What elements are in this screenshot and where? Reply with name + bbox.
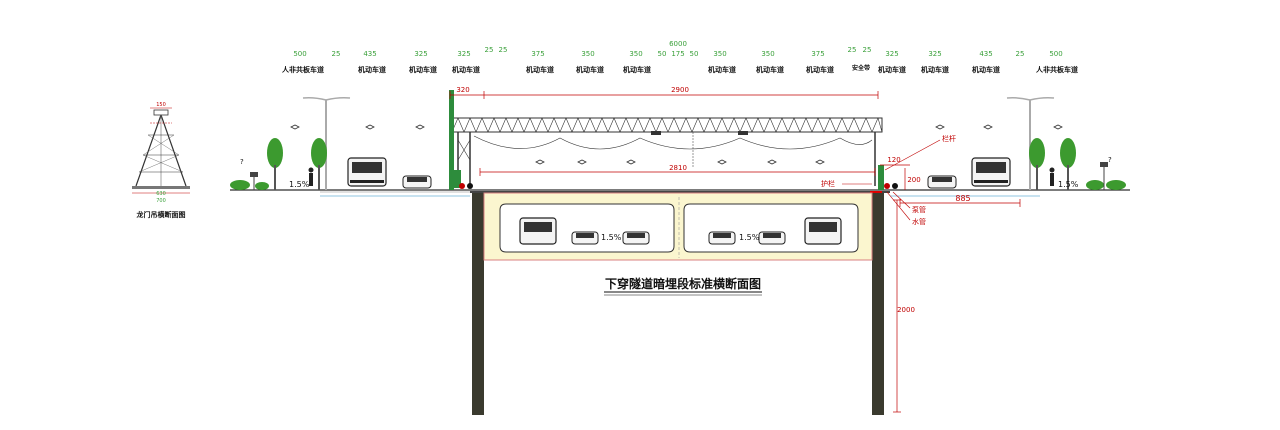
gantry-top-dim: 150	[156, 102, 166, 108]
lane-width-dim: 500	[1049, 50, 1062, 58]
pedestrians	[308, 167, 1055, 186]
street-light-right	[1006, 97, 1055, 190]
top-total-dim: 6000	[669, 40, 687, 48]
lane-width-dim: 325	[457, 50, 470, 58]
slope-left: 1.5%	[289, 180, 310, 189]
dim-2810: 2810	[669, 164, 687, 172]
lane-width-dim: 25	[332, 50, 341, 58]
lane-name: 机动车道	[972, 65, 1000, 74]
surface-bus-right	[971, 157, 1011, 187]
lane-width-dim: 350	[713, 50, 726, 58]
lane-names: 人非共板车道 机动车道 机动车道 机动车道 机动车道 机动车道 机动车道 机动车…	[282, 64, 1078, 74]
lane-name: 机动车道	[708, 65, 736, 74]
lane-name: 机动车道	[878, 65, 906, 74]
lane-width-dim: 350	[581, 50, 594, 58]
dim-120: 120	[887, 156, 900, 164]
pile-rig-left	[449, 90, 473, 190]
lane-width-dim: 25	[848, 46, 857, 54]
surface-bus-left	[347, 157, 387, 187]
lane-width-dim: 375	[811, 50, 824, 58]
street-light-left	[302, 97, 351, 190]
surface-car-right	[927, 175, 957, 189]
lane-name: 机动车道	[358, 65, 386, 74]
lane-name: 人非共板车道	[282, 65, 324, 74]
question-mark-right: ?	[1108, 156, 1112, 164]
lane-width-dim: 325	[928, 50, 941, 58]
lane-name: 机动车道	[921, 65, 949, 74]
lane-width-dim: 325	[414, 50, 427, 58]
label-guardrail: 护栏	[821, 179, 835, 188]
lane-width-dim: 375	[531, 50, 544, 58]
gantry-crane-section: 150 630 700 龙门吊横断面图	[132, 102, 190, 219]
lane-width-dim: 25	[1016, 50, 1025, 58]
lane-width-dim: 500	[293, 50, 306, 58]
label-water-pipe: 水管	[912, 217, 926, 226]
lane-name: 人非共板车道	[1036, 65, 1078, 74]
tunnel-bus-right	[804, 217, 842, 245]
gantry-mid-dim: 630	[156, 191, 166, 197]
lane-width-dim: 50	[658, 50, 667, 58]
surface-car-left	[402, 175, 432, 189]
lane-arrows	[290, 124, 1063, 165]
lane-width-dim: 25	[499, 46, 508, 54]
lane-name: 机动车道	[576, 65, 604, 74]
tunnel-car-4	[758, 231, 786, 245]
lane-width-dim: 350	[761, 50, 774, 58]
lane-width-dim: 325	[885, 50, 898, 58]
diagram-title: 下穿隧道暗埋段标准横断面图	[605, 276, 761, 291]
lane-width-dims: 500 25 435 325 325 25 25 375 350 350 50 …	[293, 46, 1062, 58]
label-railing: 栏杆	[942, 134, 956, 143]
dim-2900: 2900	[671, 86, 689, 94]
sign-posts	[250, 162, 1108, 190]
lane-name: 机动车道	[623, 65, 651, 74]
lane-width-dim: 25	[863, 46, 872, 54]
lane-width-dim: 25	[485, 46, 494, 54]
lane-width-dim: 175	[671, 50, 684, 58]
gantry-truss	[451, 117, 883, 186]
lane-name: 机动车道	[409, 65, 437, 74]
lane-width-dim: 435	[979, 50, 992, 58]
lane-width-dim: 50	[690, 50, 699, 58]
dim-320: 320	[456, 86, 469, 94]
dim-200: 200	[907, 176, 920, 184]
tunnel-car-1	[571, 231, 599, 245]
trees	[230, 138, 1126, 190]
tunnel-car-3	[708, 231, 736, 245]
lane-name: 机动车道	[756, 65, 784, 74]
tunnel-bus-left	[519, 217, 557, 245]
slope-tunnel-right: 1.5%	[739, 233, 760, 242]
gantry-base-dim: 700	[156, 198, 166, 204]
lane-name: 机动车道	[806, 65, 834, 74]
callout-leaders	[842, 139, 941, 221]
gantry-title: 龙门吊横断面图	[136, 210, 186, 219]
lane-name: 机动车道	[452, 65, 480, 74]
question-mark-left: ?	[240, 158, 244, 166]
lane-name-safety: 安全带	[852, 64, 870, 72]
dim-885: 885	[955, 194, 970, 203]
top-dims	[449, 91, 1021, 413]
label-cable-pipe: 泵管	[912, 205, 926, 214]
slope-right: 1.5%	[1058, 180, 1079, 189]
lane-width-dim: 350	[629, 50, 642, 58]
lane-name: 机动车道	[526, 65, 554, 74]
tunnel-car-2	[622, 231, 650, 245]
slope-tunnel-left: 1.5%	[601, 233, 622, 242]
dim-2000: 2000	[897, 306, 915, 314]
lane-width-dim: 435	[363, 50, 376, 58]
